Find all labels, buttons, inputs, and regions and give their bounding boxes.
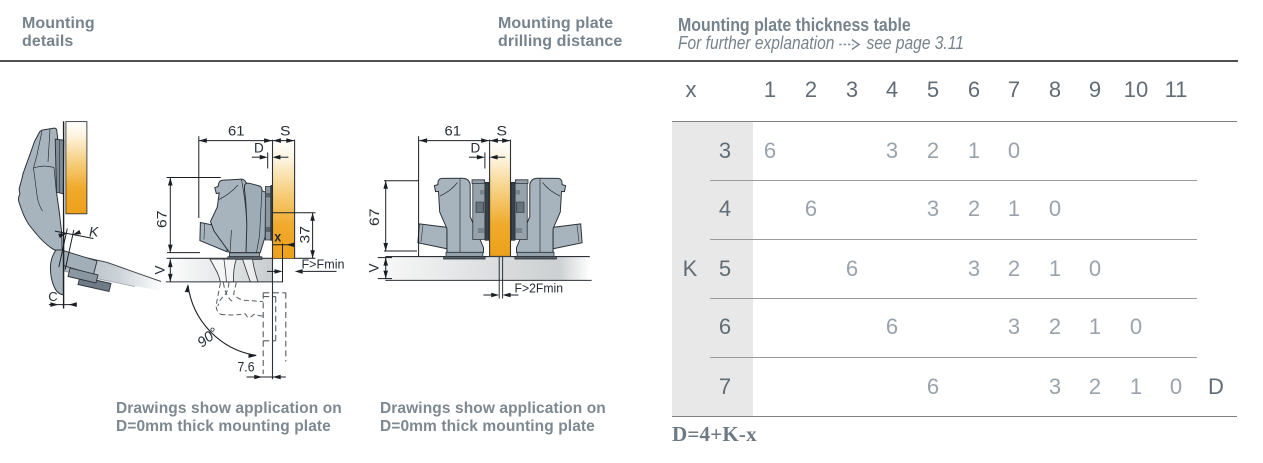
svg-text:37: 37 — [298, 226, 313, 244]
svg-text:7.6: 7.6 — [238, 360, 255, 375]
svg-text:K: K — [89, 224, 99, 240]
svg-text:67: 67 — [367, 209, 382, 227]
svg-text:D: D — [471, 141, 481, 156]
svg-text:x: x — [274, 229, 281, 245]
svg-text:61: 61 — [228, 124, 245, 139]
svg-text:V: V — [367, 263, 382, 272]
svg-text:F>2Fmin: F>2Fmin — [515, 280, 564, 295]
svg-text:V: V — [153, 265, 168, 274]
svg-text:90°: 90° — [195, 325, 222, 351]
svg-text:S: S — [497, 124, 508, 139]
svg-text:61: 61 — [445, 124, 462, 139]
svg-text:F>Fmin: F>Fmin — [302, 257, 345, 272]
svg-text:D: D — [254, 141, 264, 156]
svg-text:C: C — [48, 289, 57, 304]
svg-text:67: 67 — [154, 211, 169, 229]
svg-text:S: S — [280, 124, 291, 139]
